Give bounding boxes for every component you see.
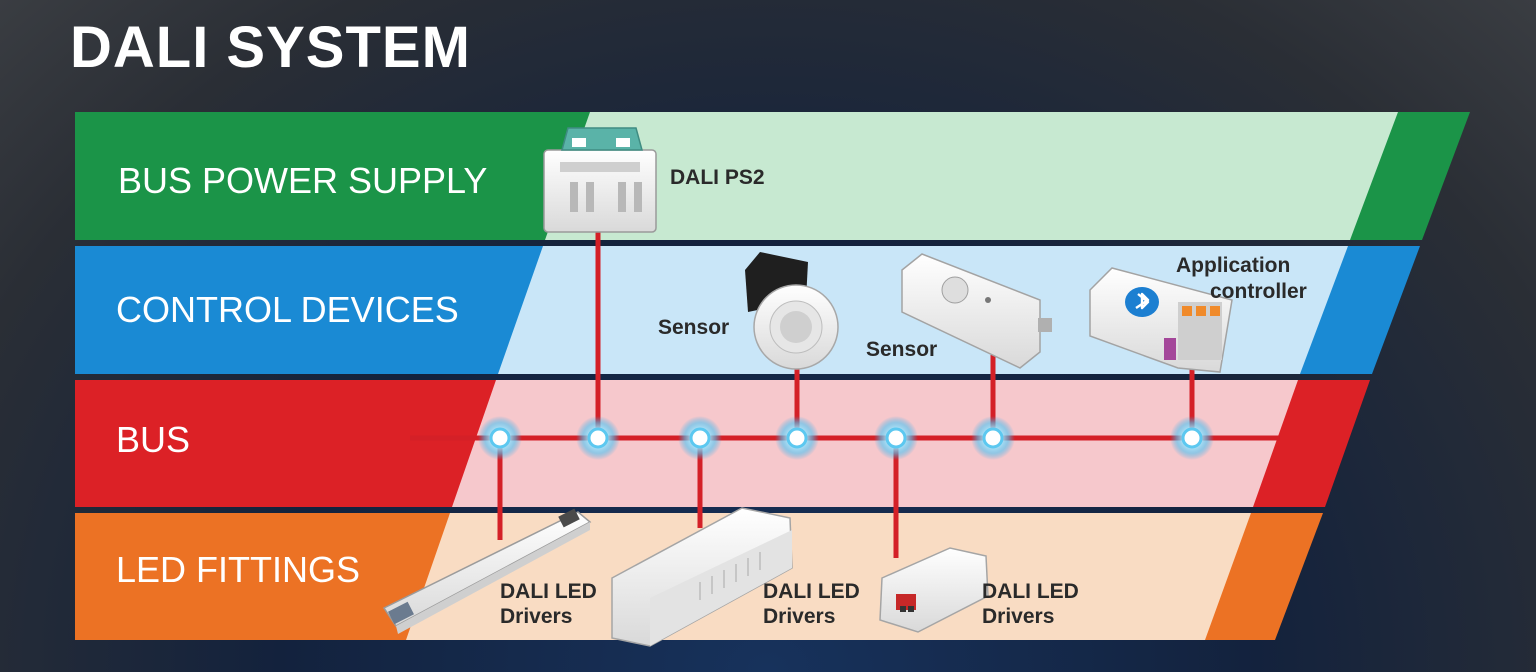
label-driver2-line1: DALI LED <box>763 580 860 603</box>
power-supply-device <box>543 127 657 233</box>
label-sensor-round: Sensor <box>658 316 729 339</box>
label-driver1-line1: DALI LED <box>500 580 597 603</box>
bus-node <box>1170 416 1214 460</box>
overlay-bus-power-supply <box>545 112 1398 240</box>
label-power-supply: DALI PS2 <box>670 166 765 189</box>
label-bus: BUS <box>116 419 190 460</box>
label-control-devices: CONTROL DEVICES <box>116 289 459 330</box>
bus-node <box>678 416 722 460</box>
label-app-controller-line2: controller <box>1210 280 1307 303</box>
bus-node <box>478 416 522 460</box>
bus-node <box>576 416 620 460</box>
bus-nodes <box>478 416 1214 460</box>
bus-node <box>971 416 1015 460</box>
label-bus-power-supply: BUS POWER SUPPLY <box>118 160 487 201</box>
label-app-controller-line1: Application <box>1176 254 1290 277</box>
label-driver2-line2: Drivers <box>763 605 835 628</box>
label-sensor-box: Sensor <box>866 338 937 361</box>
sensor-box-device <box>901 253 1052 369</box>
bluetooth-icon <box>1125 287 1159 317</box>
label-led-fittings: LED FITTINGS <box>116 549 360 590</box>
bus-node <box>775 416 819 460</box>
page-title: DALI SYSTEM <box>70 15 471 80</box>
led-driver-1-device <box>382 508 592 634</box>
sensor-round-device <box>745 252 839 370</box>
label-driver3-line2: Drivers <box>982 605 1054 628</box>
led-driver-3-device <box>879 547 989 633</box>
bus-node <box>874 416 918 460</box>
app-controller-device <box>1089 267 1233 373</box>
label-driver1-line2: Drivers <box>500 605 572 628</box>
label-driver3-line1: DALI LED <box>982 580 1079 603</box>
led-driver-2-device <box>611 507 793 647</box>
